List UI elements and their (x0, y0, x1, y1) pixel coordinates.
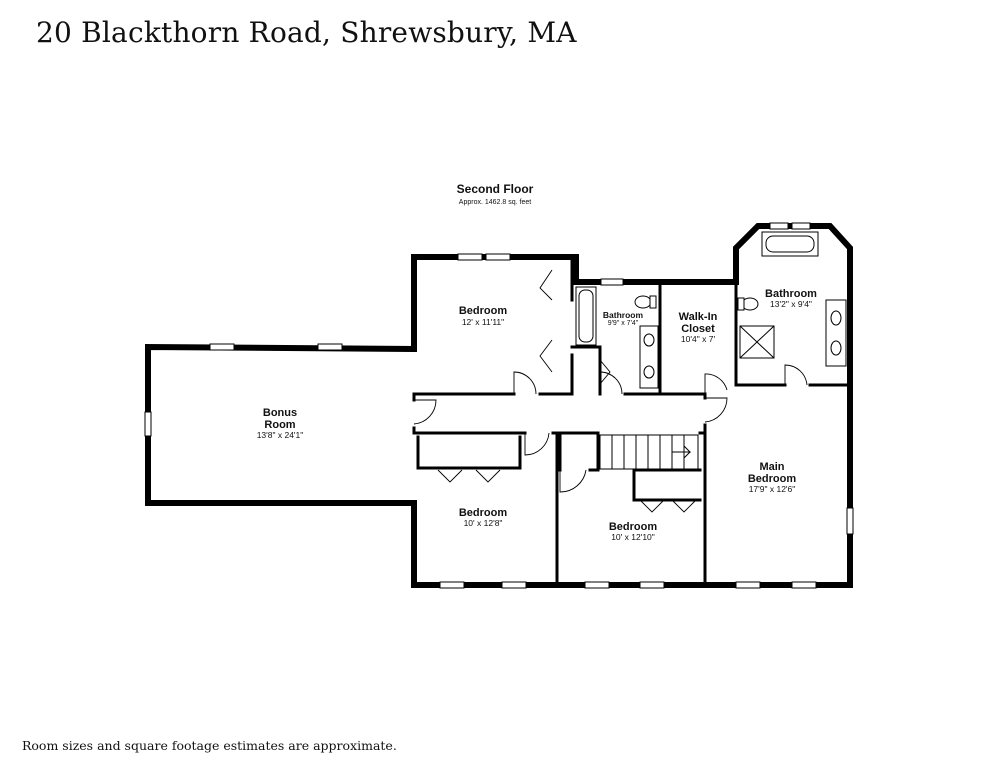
room-name: Bedroom (459, 305, 508, 317)
room-dimensions: 17'9" x 12'6" (749, 484, 796, 494)
room-name: Bathroom (603, 310, 644, 320)
window (144, 411, 152, 437)
room-dimensions: 13'2" x 9'4" (770, 299, 812, 309)
room-dimensions: 9'9" x 7'4" (608, 320, 639, 327)
disclaimer: Room sizes and square footage estimates … (22, 738, 397, 753)
room-name: Bedroom (609, 521, 658, 533)
room-dimensions: 13'8" x 24'1" (257, 430, 304, 440)
room-name: Room (264, 419, 295, 431)
room-dimensions: 12' x 11'11" (462, 317, 504, 327)
window (791, 581, 817, 589)
room-bedroom-north: Bedroom 12' x 11'11" (459, 305, 508, 327)
window (639, 581, 665, 589)
windows (144, 222, 854, 589)
room-bathroom-hall: Bathroom 9'9" x 7'4" (603, 310, 644, 327)
room-bedroom-southwest: Bedroom 10' x 12'8" (459, 507, 508, 528)
page-title: 20 Blackthorn Road, Shrewsbury, MA (36, 16, 577, 49)
fixtures (575, 231, 847, 389)
window (735, 581, 761, 589)
floor-area: Approx. 1462.8 sq. feet (459, 199, 531, 206)
room-dimensions: 10' x 12'10" (611, 532, 655, 542)
bathtub (575, 286, 597, 346)
window (584, 581, 610, 589)
room-name: Walk-In (679, 311, 718, 323)
room-name: Bedroom (459, 507, 508, 519)
window (457, 253, 483, 261)
room-dimensions: 10' x 12'8" (464, 518, 503, 528)
room-bathroom-main: Bathroom 13'2" x 9'4" (765, 288, 817, 309)
room-dimensions: 10'4" x 7' (681, 334, 716, 344)
room-bedroom-south: Bedroom 10' x 12'10" (609, 521, 658, 542)
room-name: Bedroom (748, 473, 797, 485)
window (317, 343, 343, 351)
window (791, 222, 811, 230)
staircase (599, 434, 699, 470)
room-name: Closet (681, 323, 715, 335)
window (769, 222, 789, 230)
room-name: Bathroom (765, 288, 817, 300)
window (501, 581, 527, 589)
window (846, 507, 854, 535)
window (600, 278, 624, 286)
vanity (825, 299, 847, 367)
toilet (634, 295, 652, 309)
main-block-wall (411, 223, 853, 588)
floor-name: Second Floor (457, 182, 534, 196)
room-name: Main (759, 461, 784, 473)
room-bonus: Bonus Room 13'8" x 24'1" (257, 407, 304, 440)
doors (413, 269, 808, 513)
window (439, 581, 465, 589)
room-walk-in-closet: Walk-In Closet 10'4" x 7' (679, 311, 718, 344)
window (485, 253, 511, 261)
exterior-walls (145, 223, 853, 588)
interior-walls (412, 246, 852, 587)
room-name: Bonus (263, 407, 297, 419)
room-main-bedroom: Main Bedroom 17'9" x 12'6" (748, 461, 797, 494)
window (209, 343, 235, 351)
vanity (639, 325, 659, 389)
